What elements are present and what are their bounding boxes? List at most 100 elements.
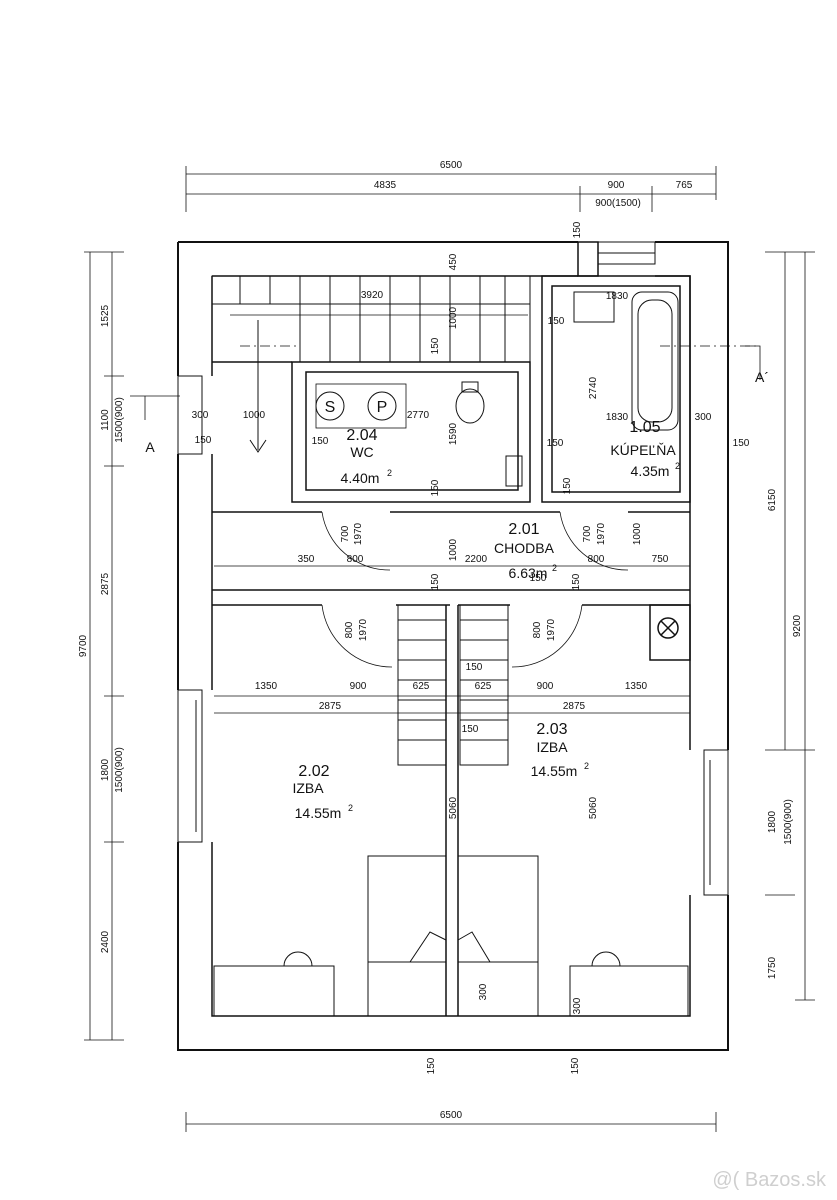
dim-700-a: 700	[340, 525, 351, 542]
dimension-lines	[84, 166, 815, 1132]
section-a: A	[145, 439, 155, 455]
interior-walls	[212, 275, 691, 1016]
section-a-prime: A´	[755, 369, 769, 385]
dim-1830: 1830	[606, 412, 629, 423]
dim-1970-rb: 1970	[546, 618, 557, 641]
dim-window-left-2: 1500(900)	[114, 747, 125, 793]
dim-1750: 1750	[767, 956, 778, 979]
room-izba-right-area-sup: 2	[584, 761, 589, 771]
desk-right-icon	[569, 965, 689, 1017]
dim-5060-b: 5060	[588, 796, 599, 819]
dim-2740: 2740	[588, 376, 599, 399]
dim-1100: 1100	[100, 409, 111, 431]
dim-1525: 1525	[100, 304, 111, 327]
room-izba-right-name: IZBA	[536, 739, 568, 755]
dim-150-br: 150	[570, 1057, 581, 1074]
outer-walls	[177, 241, 729, 1051]
room-bath-name: KÚPEĽŇA	[610, 442, 676, 458]
dim-9200: 9200	[792, 614, 803, 637]
dim-window-right: 1500(900)	[783, 799, 794, 845]
fixtures	[213, 291, 689, 1017]
dim-450: 450	[448, 253, 459, 270]
dim-150-wcdoor: 150	[312, 436, 329, 447]
bed-right-icon	[457, 855, 539, 1017]
dim-150-stair: 150	[430, 337, 441, 354]
dim-150-bath: 150	[548, 316, 565, 327]
fixture-s: S	[325, 399, 336, 416]
dim-150-hall: 150	[430, 573, 441, 590]
dim-900-a: 900	[350, 681, 367, 692]
dim-3920: 3920	[361, 290, 384, 301]
dim-300-left: 300	[192, 410, 209, 421]
dim-1350-a: 1350	[255, 681, 278, 692]
room-izba-left-area: 14.55m	[295, 805, 342, 821]
dim-total-top: 6500	[440, 160, 463, 171]
desk-left-icon	[213, 965, 335, 1017]
dim-2875-a: 2875	[319, 701, 342, 712]
door-swings	[321, 511, 629, 668]
dim-1000-hall: 1000	[448, 538, 459, 561]
dim-2200: 2200	[465, 554, 488, 565]
dim-1800-right: 1800	[767, 810, 778, 833]
room-hall-area: 6.63m	[509, 565, 548, 581]
room-bath-area: 4.35m	[631, 463, 670, 479]
dim-800-rb: 800	[532, 621, 543, 638]
dim-9700: 9700	[78, 634, 89, 657]
watermark: @( Bazos.sk	[712, 1169, 827, 1191]
dim-4835: 4835	[374, 180, 397, 191]
bed-left-icon	[367, 855, 447, 1017]
dim-150-bl: 150	[426, 1057, 437, 1074]
dim-150-wc: 150	[430, 479, 441, 496]
room-bath-number: 1.05	[629, 419, 660, 436]
room-izba-left-area-sup: 2	[348, 803, 353, 813]
dim-900-b: 900	[537, 681, 554, 692]
room-wc-number: 2.04	[346, 427, 377, 444]
room-hall-number: 2.01	[508, 521, 539, 538]
room-wc-name: WC	[350, 444, 373, 460]
bathtub-icon	[631, 291, 679, 431]
dim-150-right: 150	[733, 438, 750, 449]
staircase	[211, 275, 531, 453]
dim-2770: 2770	[407, 410, 430, 421]
dim-300-br: 300	[572, 997, 583, 1014]
toilet-icon	[455, 388, 485, 424]
dim-1350-b: 1350	[625, 681, 648, 692]
dim-750: 750	[652, 554, 669, 565]
dim-6150: 6150	[767, 488, 778, 511]
wc-sink-icon	[505, 455, 523, 487]
dim-1830-top: 1830	[606, 291, 629, 302]
room-izba-left-name: IZBA	[292, 780, 324, 796]
room-wc-area: 4.40m	[341, 470, 380, 486]
dim-350: 350	[298, 554, 315, 565]
dim-150-bathwall: 150	[562, 477, 573, 494]
room-hall-area-sup: 2	[552, 563, 557, 573]
room-izba-right-area: 14.55m	[531, 763, 578, 779]
dim-1000-left: 1000	[243, 410, 266, 421]
dim-1590: 1590	[448, 422, 459, 445]
dim-1970-a: 1970	[353, 522, 364, 545]
dim-1800-left: 1800	[100, 758, 111, 781]
dim-window-top: 900(1500)	[595, 198, 641, 209]
dim-150-ra: 150	[466, 662, 483, 673]
fixture-p: P	[377, 399, 388, 416]
room-labels: 2.04 WC 4.40m 2 1.05 KÚPEĽŇA 4.35m 2 2.0…	[292, 419, 680, 821]
dim-150-hall-l: 150	[530, 573, 547, 584]
dim-700-b: 700	[582, 525, 593, 542]
dim-800-a: 800	[347, 554, 364, 565]
dim-total-bottom: 6500	[440, 1110, 463, 1121]
room-wc-area-sup: 2	[387, 468, 392, 478]
dim-150-hall-r: 150	[571, 573, 582, 590]
dim-300-right: 300	[695, 412, 712, 423]
dim-1000-stair: 1000	[448, 306, 459, 329]
dimension-labels: 6500 4835 900 765 900(1500) 150 6500 150…	[78, 160, 803, 1121]
dim-window-left-1: 1500(900)	[114, 397, 125, 443]
fixture-labels: S P	[325, 399, 388, 416]
dim-300-bl: 300	[478, 983, 489, 1000]
room-izba-left-number: 2.02	[298, 763, 329, 780]
dim-5060-a: 5060	[448, 796, 459, 819]
room-izba-right-number: 2.03	[536, 721, 567, 738]
boiler-p-icon	[367, 391, 397, 421]
dim-2875-b: 2875	[563, 701, 586, 712]
dim-900: 900	[608, 180, 625, 191]
